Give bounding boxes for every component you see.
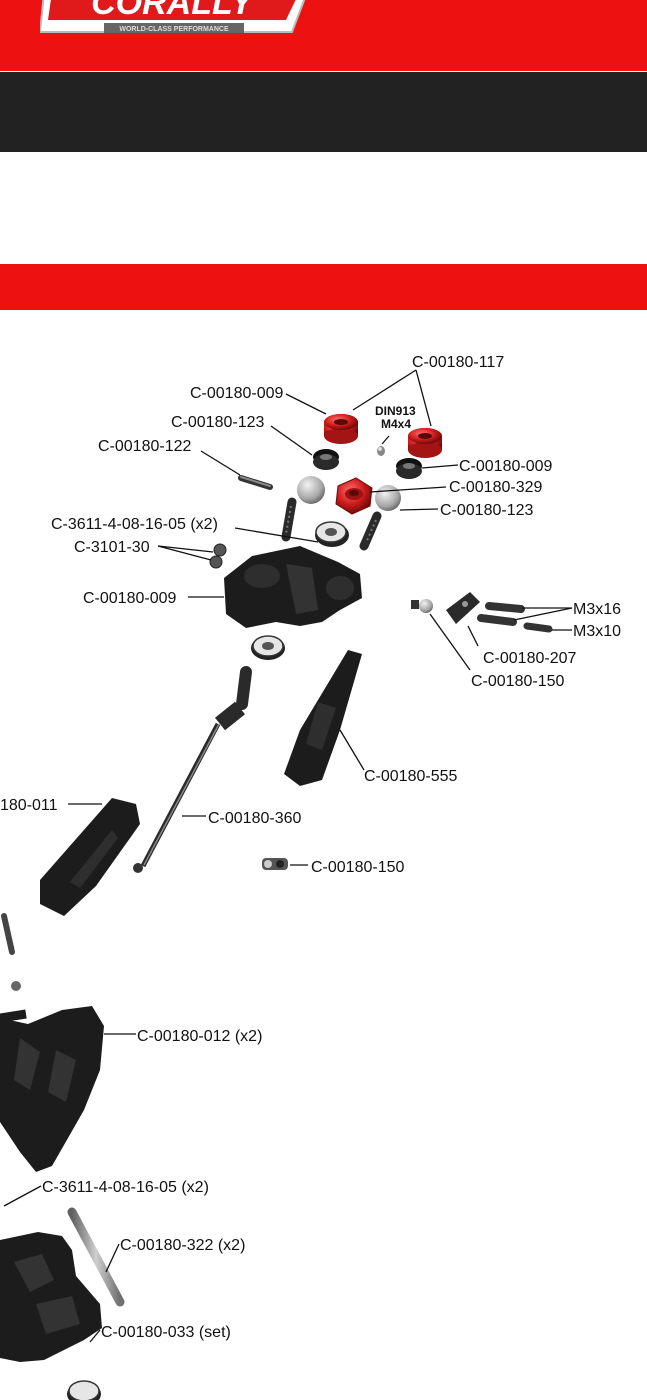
label-c00180-011: 180-011 — [0, 797, 58, 814]
label-c00180-150-b: C-00180-150 — [311, 859, 405, 876]
label-m4x4: M4x4 — [381, 417, 411, 431]
part-bearing-top — [315, 521, 349, 547]
part-labels: C-00180-117 C-00180-009 DIN913 M4x4 C-00… — [0, 354, 621, 1341]
label-c00180-360: C-00180-360 — [208, 810, 302, 827]
part-small-nuts — [209, 543, 227, 569]
nav-bar — [0, 72, 647, 152]
leader-lines — [3, 369, 573, 1343]
diagram-canvas: C-00180-117 C-00180-009 DIN913 M4x4 C-00… — [0, 354, 621, 1400]
part-bearing-bottom — [67, 1380, 101, 1400]
part-arm-upper — [40, 798, 140, 916]
label-c00180-123-a: C-00180-123 — [171, 414, 265, 431]
exploded-parts-diagram: C-00180-117 C-00180-009 DIN913 M4x4 C-00… — [0, 310, 647, 1400]
part-arm-lower — [0, 1006, 104, 1172]
part-ball-stud-small — [411, 599, 433, 613]
label-c00180-150-a: C-00180-150 — [471, 673, 565, 690]
part-bolt-left — [1, 913, 21, 991]
part-bushing-right — [396, 458, 422, 479]
part-ball-stud-left — [281, 476, 325, 542]
logo-tagline: WORLD-CLASS PERFORMANCE — [119, 26, 229, 33]
label-c00180-123-b: C-00180-123 — [440, 502, 534, 519]
label-c00180-322: C-00180-322 (x2) — [120, 1237, 245, 1254]
part-bearing-mid — [251, 635, 285, 660]
label-c3101-30: C-3101-30 — [74, 539, 150, 556]
part-bushing-left — [313, 449, 339, 470]
label-c00180-555: C-00180-555 — [364, 768, 458, 785]
label-c3611-b: C-3611-4-08-16-05 (x2) — [42, 1179, 209, 1196]
part-turnbuckle — [284, 650, 362, 786]
part-hinge-pin — [67, 1207, 125, 1307]
part-mount-plate — [446, 592, 480, 624]
label-c00180-329: C-00180-329 — [449, 479, 543, 496]
part-red-cup-right — [408, 428, 442, 458]
part-hex-small — [262, 858, 288, 870]
part-red-cup-left — [324, 414, 358, 444]
part-screws-right — [477, 602, 553, 633]
part-pin — [238, 475, 273, 490]
corally-logo[interactable]: CORALLY WORLD-CLASS PERFORMANCE — [40, 0, 320, 38]
header-bar: CORALLY WORLD-CLASS PERFORMANCE — [0, 0, 647, 71]
part-hub-carrier — [224, 546, 362, 628]
label-c00180-122: C-00180-122 — [98, 438, 192, 455]
part-set-screw — [377, 446, 385, 456]
label-c00180-009-b: C-00180-009 — [459, 458, 553, 475]
label-c3611-a: C-3611-4-08-16-05 (x2) — [51, 516, 218, 533]
label-c00180-117: C-00180-117 — [412, 354, 504, 371]
label-m3x16: M3x16 — [573, 601, 621, 618]
label-c00180-009-a: C-00180-009 — [190, 385, 284, 402]
part-red-hex-nut — [335, 477, 373, 515]
label-m3x10: M3x10 — [573, 623, 621, 640]
label-c00180-009-c: C-00180-009 — [83, 590, 177, 607]
label-c00180-012: C-00180-012 (x2) — [137, 1028, 262, 1045]
section-banner — [0, 264, 647, 310]
label-din913: DIN913 — [375, 404, 416, 418]
label-c00180-207: C-00180-207 — [483, 650, 577, 667]
logo-text: CORALLY — [91, 0, 256, 22]
part-driveshaft — [133, 666, 252, 873]
label-c00180-033: C-00180-033 (set) — [101, 1324, 231, 1341]
part-bulkhead — [0, 1232, 102, 1362]
